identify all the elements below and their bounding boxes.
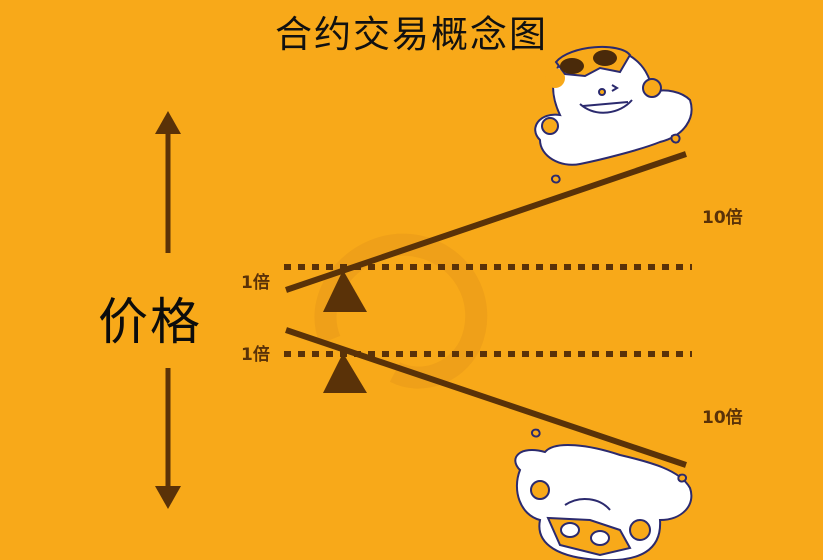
diagram-title: 合约交易概念图 bbox=[275, 13, 548, 56]
fulcrum-lower-icon bbox=[323, 353, 367, 393]
arrow-down-icon bbox=[155, 368, 181, 509]
lower-max-leverage-label: 10倍 bbox=[702, 408, 743, 428]
happy-mascot-icon bbox=[534, 45, 693, 184]
sad-mascot-icon bbox=[514, 428, 693, 560]
upper-base-leverage-label: 1倍 bbox=[241, 273, 270, 293]
lever-upper bbox=[285, 151, 687, 293]
upper-max-leverage-label: 10倍 bbox=[702, 208, 743, 228]
fulcrum-upper-icon bbox=[323, 270, 367, 312]
price-axis-label: 价格 bbox=[98, 293, 202, 351]
lever-lower bbox=[285, 327, 687, 468]
lower-base-leverage-label: 1倍 bbox=[241, 345, 270, 365]
arrow-up-icon bbox=[155, 111, 181, 253]
